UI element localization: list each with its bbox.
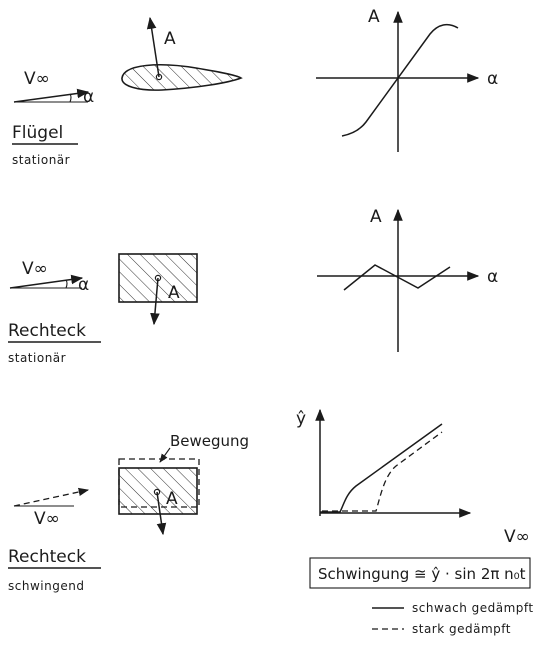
formula-text: Schwingung ≅ ŷ · sin 2π n₀t — [318, 565, 526, 583]
force-label: A — [166, 489, 178, 509]
rectangle-section — [118, 253, 198, 303]
y-axis-label: A — [368, 7, 380, 27]
angle-arc — [69, 93, 72, 103]
angle-label: α — [83, 87, 94, 107]
curve-weak-damping — [320, 423, 443, 513]
section-subtitle: stationär — [12, 153, 70, 167]
formula-box — [309, 557, 531, 589]
force-curve — [343, 264, 451, 291]
airfoil-profile — [121, 64, 243, 91]
legend-solid-label: schwach gedämpft — [412, 601, 534, 615]
angle-arc — [65, 279, 68, 289]
curve-strong-damping — [322, 431, 443, 512]
force-label: A — [164, 29, 176, 49]
row3-graph: ŷ V∞ Schwingung ≅ ŷ · sin 2π n₀t — [296, 408, 531, 589]
row3-oscillating-sketch: V∞ Bewegung A Rechteck schwingend — [8, 432, 249, 593]
section-subtitle: schwingend — [8, 579, 84, 593]
angle-label: α — [78, 275, 89, 295]
motion-pointer — [159, 447, 171, 463]
velocity-label: V∞ — [24, 69, 50, 89]
section-title: Rechteck — [8, 547, 86, 567]
velocity-arrow — [9, 274, 84, 289]
row2-graph: A α — [317, 207, 498, 352]
y-axis-label: ŷ — [296, 409, 306, 429]
lift-curve — [341, 23, 459, 137]
velocity-label: V∞ — [22, 259, 48, 279]
x-axis-label: V∞ — [504, 527, 530, 547]
row1-wing-sketch: V∞ α A Flügel stationär — [12, 16, 243, 167]
y-axis-label: A — [370, 207, 382, 227]
row1-graph: A α — [316, 7, 498, 152]
legend-dashed-label: stark gedämpft — [412, 622, 511, 636]
section-subtitle: stationär — [8, 351, 66, 365]
force-arrow — [156, 491, 167, 536]
lift-arrow — [146, 16, 160, 78]
motion-label: Bewegung — [170, 432, 249, 450]
section-title: Rechteck — [8, 321, 86, 341]
force-arrow — [150, 277, 160, 326]
row2-rectangle-sketch: V∞ α A Rechteck stationär — [8, 253, 198, 365]
x-axis-label: α — [487, 69, 498, 89]
velocity-label: V∞ — [34, 509, 60, 529]
section-title: Flügel — [12, 123, 63, 143]
velocity-arrow — [13, 487, 90, 507]
force-label: A — [168, 283, 180, 303]
velocity-arrow — [13, 88, 90, 103]
legend: schwach gedämpft stark gedämpft — [372, 601, 534, 636]
x-axis-label: α — [487, 267, 498, 287]
